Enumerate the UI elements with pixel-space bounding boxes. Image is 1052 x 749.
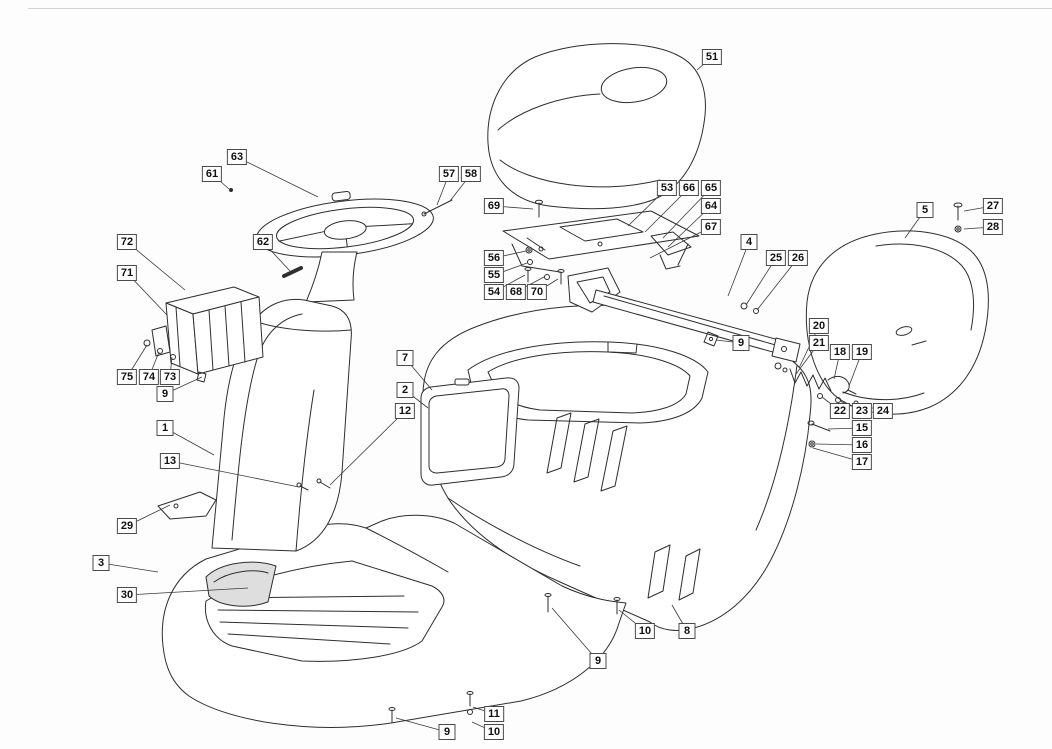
heel-guard-part (205, 561, 277, 607)
part-label-29[interactable]: 29 (116, 518, 138, 534)
part-label-10[interactable]: 10 (483, 724, 505, 740)
part-label-75[interactable]: 75 (116, 369, 138, 385)
part-label-62[interactable]: 62 (252, 234, 274, 250)
part-label-9[interactable]: 9 (156, 386, 174, 402)
part-label-7[interactable]: 7 (396, 350, 414, 366)
part-label-64[interactable]: 64 (700, 198, 722, 214)
part-label-70[interactable]: 70 (526, 284, 548, 300)
part-label-21[interactable]: 21 (808, 335, 830, 351)
part-label-74[interactable]: 74 (138, 369, 160, 385)
part-label-71[interactable]: 71 (116, 265, 138, 281)
leader-line-65 (662, 187, 712, 239)
part-label-61[interactable]: 61 (201, 166, 223, 182)
part-label-53[interactable]: 53 (656, 180, 678, 196)
top-divider (28, 8, 1052, 9)
part-label-13[interactable]: 13 (159, 453, 181, 469)
part-label-57[interactable]: 57 (438, 166, 460, 182)
part-label-2[interactable]: 2 (396, 382, 414, 398)
part-label-9[interactable]: 9 (438, 724, 456, 740)
part-label-4[interactable]: 4 (740, 234, 758, 250)
part-label-25[interactable]: 25 (765, 250, 787, 266)
part-label-10[interactable]: 10 (634, 623, 656, 639)
part-label-3[interactable]: 3 (92, 555, 110, 571)
part-label-73[interactable]: 73 (159, 369, 181, 385)
leader-line-9 (551, 607, 599, 662)
part-label-68[interactable]: 68 (505, 284, 527, 300)
steering-wheel-part (256, 191, 434, 303)
part-label-5[interactable]: 5 (916, 202, 934, 218)
console-part (211, 298, 352, 552)
fasteners (229, 188, 963, 723)
leader-line-30 (126, 587, 249, 596)
seat-plate-part (502, 210, 700, 273)
battery-part (143, 286, 264, 383)
part-label-72[interactable]: 72 (116, 234, 138, 250)
hatch-part (420, 377, 520, 486)
leader-line-63 (236, 156, 319, 198)
part-label-1[interactable]: 1 (156, 420, 174, 436)
part-label-18[interactable]: 18 (829, 344, 851, 360)
leader-line-72 (126, 241, 186, 291)
floor-pan-part (157, 491, 627, 728)
part-label-55[interactable]: 55 (483, 267, 505, 283)
rear-body-part (422, 304, 812, 631)
part-label-69[interactable]: 69 (483, 198, 505, 214)
part-label-8[interactable]: 8 (678, 623, 696, 639)
part-label-30[interactable]: 30 (116, 587, 138, 603)
front-bracket-part (157, 491, 217, 520)
part-label-63[interactable]: 63 (226, 149, 248, 165)
part-label-58[interactable]: 58 (460, 166, 482, 182)
part-label-23[interactable]: 23 (851, 403, 873, 419)
leader-line-3 (100, 562, 159, 573)
leader-line-13 (169, 460, 300, 488)
part-label-66[interactable]: 66 (678, 180, 700, 196)
part-label-28[interactable]: 28 (982, 219, 1004, 235)
part-label-20[interactable]: 20 (808, 318, 830, 334)
part-label-54[interactable]: 54 (483, 284, 505, 300)
part-label-9[interactable]: 9 (589, 653, 607, 669)
part-label-65[interactable]: 65 (700, 180, 722, 196)
part-label-16[interactable]: 16 (851, 437, 873, 453)
part-label-27[interactable]: 27 (982, 198, 1004, 214)
part-label-15[interactable]: 15 (851, 420, 873, 436)
part-label-67[interactable]: 67 (700, 219, 722, 235)
part-label-19[interactable]: 19 (851, 344, 873, 360)
rear-cover-part (805, 230, 989, 415)
part-label-17[interactable]: 17 (851, 454, 873, 470)
part-label-24[interactable]: 24 (872, 403, 894, 419)
leader-line-26 (756, 257, 799, 311)
part-label-51[interactable]: 51 (701, 49, 723, 65)
part-label-56[interactable]: 56 (483, 250, 505, 266)
leader-line-12 (329, 410, 406, 486)
part-label-26[interactable]: 26 (787, 250, 809, 266)
seat-part (487, 43, 706, 210)
part-label-9[interactable]: 9 (732, 335, 750, 351)
part-label-22[interactable]: 22 (829, 403, 851, 419)
leader-line-67 (649, 226, 712, 259)
leader-line-4 (727, 241, 750, 297)
part-label-11[interactable]: 11 (484, 706, 504, 722)
part-label-12[interactable]: 12 (394, 403, 416, 419)
